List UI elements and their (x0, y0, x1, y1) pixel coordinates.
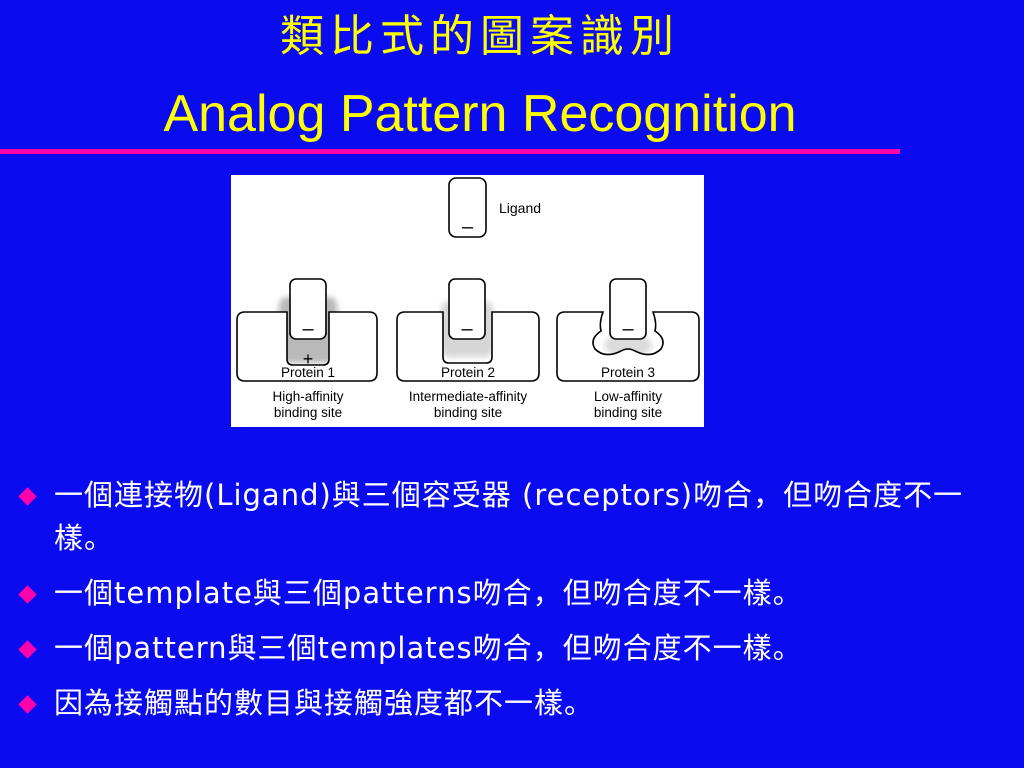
bullet-text: 一個template與三個patterns吻合，但吻合度不一樣。 (54, 576, 803, 610)
bullet-list: 一個連接物(Ligand)與三個容受器 (receptors)吻合，但吻合度不一… (18, 474, 1008, 737)
binding-diagram: – Ligand – + Protein 1 High-affinity bin… (236, 177, 700, 420)
ligand-charge: – (462, 216, 474, 238)
ligand-shape (448, 177, 487, 238)
protein-1-site-line1: High-affinity (272, 389, 343, 404)
protein-2-shape (396, 311, 540, 382)
diamond-bullet-icon (18, 695, 37, 714)
protein-1-ligand-charge: – (302, 318, 314, 340)
bullet-item: 一個template與三個patterns吻合，但吻合度不一樣。 (18, 572, 1008, 615)
protein-3: – Protein 3 Low-affinity binding site (556, 278, 700, 420)
slide-title-english: Analog Pattern Recognition (163, 85, 797, 143)
ligand-label: Ligand (499, 200, 541, 216)
protein-1-site-charge: + (303, 349, 314, 369)
protein-1-shape (236, 311, 378, 382)
protein-3-shape (556, 311, 700, 382)
protein-3-site-line2: binding site (594, 405, 662, 420)
protein-2-site-line1: Intermediate-affinity (409, 389, 528, 404)
protein-2: – Protein 2 Intermediate-affinity bindin… (396, 278, 540, 420)
bullet-item: 因為接觸點的數目與接觸強度都不一樣。 (18, 682, 1008, 725)
binding-affinity-figure: – Ligand – + Protein 1 High-affinity bin… (231, 175, 704, 427)
protein-3-bound-ligand (609, 278, 647, 340)
diamond-bullet-icon (18, 487, 37, 506)
protein-2-ligand-charge: – (461, 318, 473, 340)
protein-1-site-line2: binding site (274, 405, 342, 420)
title-divider (0, 149, 900, 154)
protein-3-label: Protein 3 (601, 365, 655, 380)
bullet-text: 一個連接物(Ligand)與三個容受器 (receptors)吻合，但吻合度不一… (54, 478, 964, 555)
bullet-text: 因為接觸點的數目與接觸強度都不一樣。 (54, 686, 595, 720)
protein-3-site-line1: Low-affinity (594, 389, 662, 404)
protein-2-label: Protein 2 (441, 365, 495, 380)
protein-1-bound-ligand (289, 278, 327, 340)
protein-2-bound-ligand (448, 278, 486, 340)
bullet-text: 一個pattern與三個templates吻合，但吻合度不一樣。 (54, 631, 803, 665)
bullet-item: 一個連接物(Ligand)與三個容受器 (receptors)吻合，但吻合度不一… (18, 474, 1008, 560)
diamond-bullet-icon (18, 640, 37, 659)
protein-3-ligand-charge: – (622, 318, 634, 340)
bullet-item: 一個pattern與三個templates吻合，但吻合度不一樣。 (18, 627, 1008, 670)
protein-1: – + Protein 1 High-affinity binding site (236, 278, 378, 420)
diamond-bullet-icon (18, 585, 37, 604)
protein-2-site-line2: binding site (434, 405, 502, 420)
protein-1-label: Protein 1 (281, 365, 335, 380)
slide-title-chinese: 類比式的圖案識別 (280, 11, 680, 62)
